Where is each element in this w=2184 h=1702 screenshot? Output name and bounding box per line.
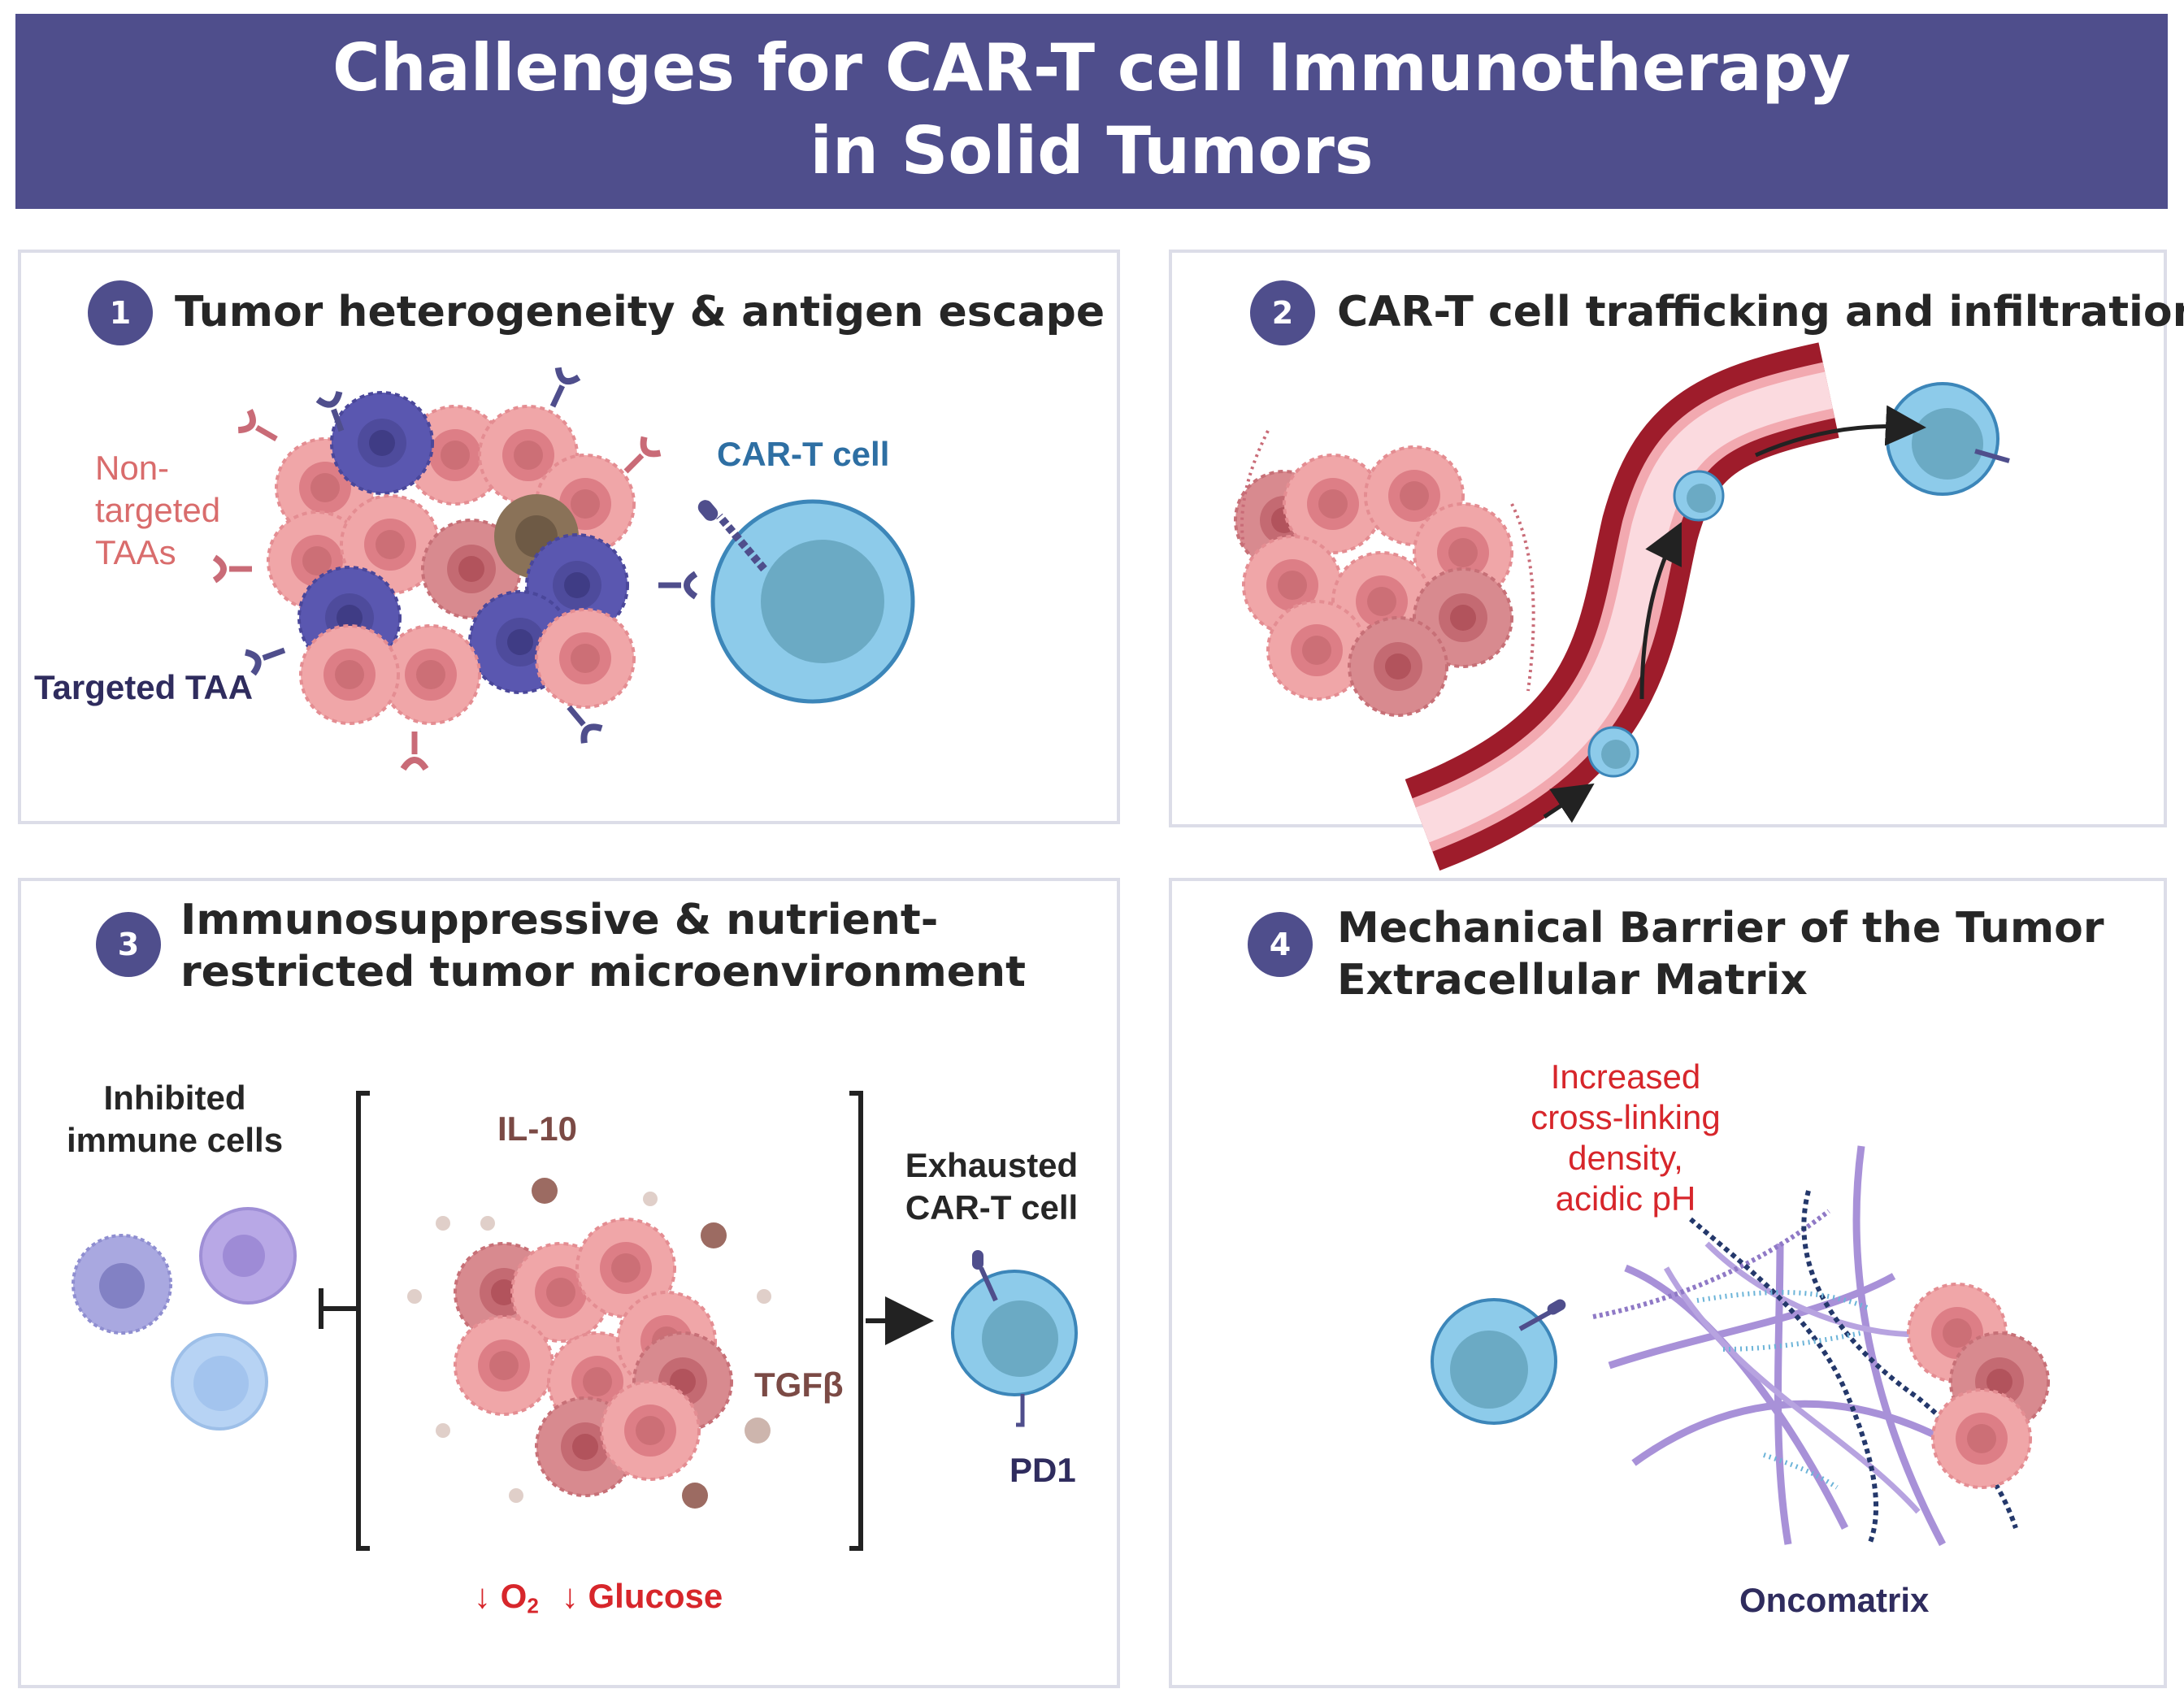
glucose-label: ↓ Glucose [561, 1577, 723, 1615]
o2-label: ↓ O [474, 1577, 528, 1615]
il10-label: IL-10 [497, 1109, 578, 1148]
non-targeted-line-2: targeted [95, 491, 221, 529]
panel-number-2: 2 [1250, 280, 1315, 345]
panel-title-2-line-1: CAR-T cell trafficking and infiltration [1337, 288, 2184, 336]
ecm-conditions-label: Increased cross-linking density, acidic … [1504, 1057, 1748, 1219]
non-targeted-line-1: Non- [95, 449, 170, 487]
non-targeted-line-3: TAAs [95, 533, 176, 571]
panel-title-1: Tumor heterogeneity & antigen escape [175, 286, 1105, 338]
panel-number-4: 4 [1248, 912, 1313, 977]
inhibited-line-1: Inhibited [103, 1079, 246, 1117]
cytokine-particles [407, 1178, 771, 1509]
tgfb-label: TGFβ [754, 1366, 844, 1404]
inhibited-immune-cells [72, 1207, 297, 1431]
o2-subscript: 2 [527, 1593, 539, 1618]
oncomatrix-fibers [1592, 1145, 2018, 1547]
ecm-line-2: cross-linking [1531, 1098, 1721, 1136]
trafficking-cells [1543, 382, 2010, 823]
exhausted-line-2: CAR-T cell [905, 1188, 1079, 1227]
tumor-cluster-2 [1234, 430, 1535, 717]
non-targeted-taas-label: Non- targeted TAAs [95, 447, 220, 574]
title-line-1: Challenges for CAR-T cell Immunotherapy [332, 30, 1851, 106]
title-banner: Challenges for CAR-T cell Immunotherapy … [15, 14, 2168, 209]
inhibited-line-2: immune cells [66, 1121, 284, 1159]
pd1-label: PD1 [1010, 1451, 1076, 1489]
exhausted-car-t-cell [951, 1250, 1078, 1427]
exhausted-car-t-label: Exhausted CAR-T cell [890, 1144, 1093, 1229]
panel-title-3: Immunosuppressive & nutrient- restricted… [180, 894, 1026, 998]
tme-tumor-cluster [454, 1218, 733, 1497]
panel-title-4-line-1: Mechanical Barrier of the Tumor [1337, 904, 2104, 953]
inhibition-bracket [319, 1091, 934, 1551]
title-line-2: in Solid Tumors [810, 113, 1374, 189]
targeted-taa-label: Targeted TAA [34, 668, 254, 706]
ecm-line-3: density, [1568, 1139, 1683, 1177]
panel-title-3-line-1: Immunosuppressive & nutrient- [180, 896, 939, 944]
ecm-car-t-cell [1431, 1298, 1566, 1425]
ecm-tumor-cells [1907, 1283, 2050, 1489]
panel-number-1: 1 [88, 280, 153, 345]
oncomatrix-label: Oncomatrix [1739, 1581, 1930, 1619]
ecm-line-4: acidic pH [1555, 1179, 1696, 1218]
panel-title-4: Mechanical Barrier of the Tumor Extracel… [1337, 902, 2104, 1006]
car-t-cell-1 [697, 499, 915, 704]
inhibited-immune-cells-label: Inhibited immune cells [57, 1077, 293, 1161]
panel-title-1-line-1: Tumor heterogeneity & antigen escape [175, 288, 1105, 336]
panel-title-2: CAR-T cell trafficking and infiltration [1337, 286, 2184, 338]
blood-vessel [1405, 342, 1839, 871]
panel-tumor-heterogeneity [18, 250, 1120, 824]
exhausted-line-1: Exhausted [905, 1146, 1079, 1184]
car-t-cell-label: CAR-T cell [717, 435, 890, 473]
nutrient-restriction-label: ↓ O2 ↓ Glucose [474, 1577, 723, 1619]
panel-extracellular-matrix [1169, 878, 2167, 1688]
ecm-line-1: Increased [1550, 1057, 1701, 1096]
panel-title-3-line-2: restricted tumor microenvironment [180, 948, 1026, 996]
panel-number-3: 3 [96, 912, 161, 977]
tumor-cluster [267, 391, 636, 725]
panel-title-4-line-2: Extracellular Matrix [1337, 956, 1808, 1005]
